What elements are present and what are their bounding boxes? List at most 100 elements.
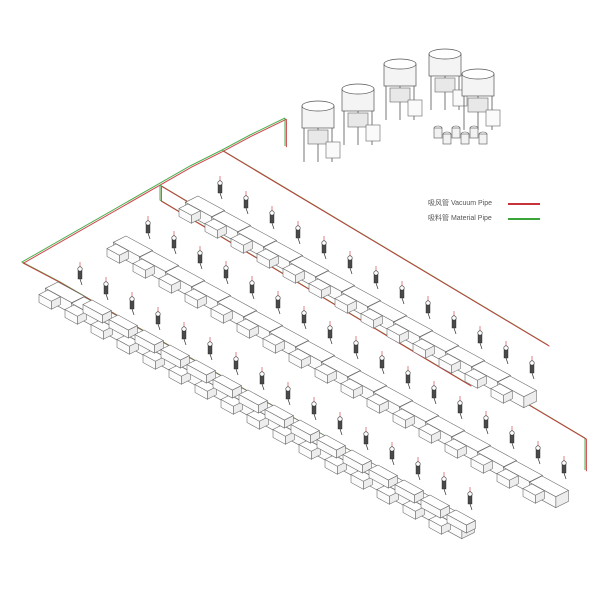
hopper-cap [301,310,307,316]
dryer-body [460,133,470,145]
station-lid [341,83,375,95]
machine-clamp [236,318,259,339]
machine-clamp [116,334,139,355]
hopper-feed [479,342,483,350]
station-box [407,99,423,117]
machine-side-unit [108,314,139,339]
hopper-cap [295,225,301,231]
machine-clamp [262,333,285,354]
dryer-body [433,127,443,139]
machine-clamp [230,233,253,254]
machine-side-unit [290,419,321,444]
hopper-cap [77,266,83,272]
machine-side-unit [134,329,165,354]
hopper-feed [339,428,343,436]
central-station [383,58,423,120]
hopper-feed [173,247,177,255]
hopper-cap [285,386,291,392]
molding-machine [106,220,154,269]
hopper-feed [251,292,255,300]
hopper-feed [261,383,265,391]
hopper-cap [373,270,379,276]
machine-clamp [282,263,305,284]
hopper-cap [243,195,249,201]
molding-machine [522,460,570,509]
hopper-feed [427,312,431,320]
hopper-cap [503,345,509,351]
vacuum-pipe [22,118,472,522]
machine-side-unit [446,509,477,534]
hopper-cap [337,416,343,422]
hopper-feed [147,232,151,240]
machine-side-unit [238,389,269,414]
hopper-feed [417,473,421,481]
central-vacuum-stations [301,48,501,162]
station-cabinet [434,77,456,93]
hopper-feed [329,337,333,345]
hopper-cap [181,326,187,332]
hopper-cap [483,415,489,421]
hopper-feed [287,398,291,406]
legend-material-swatch [508,218,540,220]
hopper-feed [271,222,275,230]
hopper-cap [275,295,281,301]
machine-clamp [220,394,243,415]
machine-clamp [38,289,61,310]
dryer-body [478,133,488,145]
hopper-cap [311,401,317,407]
machine-clamp [360,308,383,329]
vacuum-pipe [223,150,550,347]
hopper-feed [79,278,83,286]
machine-clamp [418,423,441,444]
machine-side-unit [420,494,451,519]
machine-clamp [428,514,451,535]
machine-clamp [340,378,363,399]
hopper-cap [197,250,203,256]
hopper-cap [477,330,483,336]
machine-clamp [246,409,269,430]
hopper-cap [223,265,229,271]
hopper-cap [467,491,473,497]
station-box [485,109,501,127]
hopper-cap [561,460,567,466]
hopper-cap [431,385,437,391]
machine-clamp [308,278,331,299]
machine-clamp [194,379,217,400]
hopper-feed [459,412,463,420]
machine-clamp [324,454,347,475]
hopper-cap [353,340,359,346]
legend-vacuum-swatch [508,203,540,205]
machine-clamp [438,353,461,374]
machine-clamp [522,483,545,504]
legend-vacuum-row: 吸风管 Vacuum Pipe [428,199,578,214]
hopper-feed [505,357,509,365]
hopper-cap [363,431,369,437]
central-station [461,68,501,130]
injection-molding-machines [38,180,570,540]
machine-clamp [106,243,129,264]
machine-side-unit [82,299,113,324]
machine-clamp [288,348,311,369]
machine-side-unit [316,434,347,459]
machine-clamp [142,349,165,370]
hopper-cap [327,325,333,331]
hopper-feed [433,397,437,405]
machine-clamp [210,303,233,324]
machine-clamp [496,468,519,489]
hopper-cap [217,180,223,186]
hopper-cap [103,281,109,287]
hopper-feed [511,442,515,450]
hopper-cap [171,235,177,241]
station-lid [461,68,495,80]
hopper-feed [407,382,411,390]
machine-clamp [366,393,389,414]
legend-material-row: 吸料管 Material Pipe [428,214,578,229]
dryer-body [469,127,479,139]
dryer-body [442,133,452,145]
machine-clamp [490,383,513,404]
hopper-feed [563,472,567,480]
molding-machine [256,225,304,274]
machine-clamp [204,218,227,239]
machine-clamp [392,408,415,429]
